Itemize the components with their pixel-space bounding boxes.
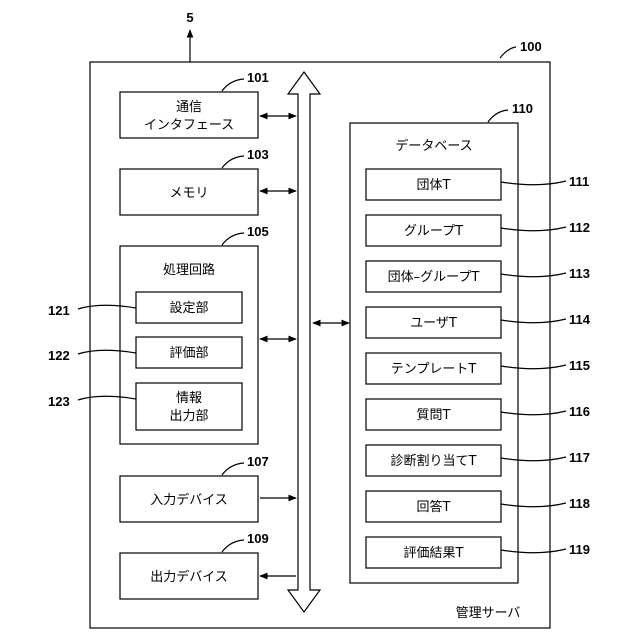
db-table-ref: 118 [569,496,590,511]
server-leader [500,47,516,58]
server-label: 管理サーバ [456,606,521,621]
info-output-unit-line1: 情報 [176,391,202,406]
db-table-label: 診断割り当てT [391,453,477,469]
database-ref: 110 [512,101,533,116]
info-output-unit-line2: 出力部 [169,409,208,424]
db-table-label: 評価結果T [404,546,464,561]
setting-unit-label: 設定部 [169,300,208,316]
info-output-unit-ref: 123 [48,394,70,409]
db-table-ref: 113 [569,266,590,281]
database-title: データベース [395,138,472,154]
output-device-ref: 109 [247,531,269,546]
db-table-label: 団体T [417,178,451,193]
output-device-label: 出力デバイス [150,569,228,585]
db-table-label: 質問T [417,408,451,423]
setting-unit-ref: 121 [48,303,70,318]
db-table-label: グループT [404,224,463,239]
comm-interface-line2: インタフェース [144,118,234,133]
db-table-ref: 116 [569,404,590,419]
server-ref: 100 [520,39,542,54]
processing-ref: 105 [247,224,269,239]
memory-label: メモリ [169,186,208,201]
db-table-label: 団体–グループT [388,270,480,285]
db-table-ref: 111 [569,174,589,189]
database-tables: 団体T 111 グループT 112 団体–グループT 113 ユーザT 114 テンプレートT 1… [366,169,591,568]
db-table-ref: 117 [569,450,590,465]
processing-circuit-title: 処理回路 [163,262,215,278]
db-table-ref: 112 [569,220,590,235]
db-table-label: ユーザT [410,316,457,331]
external-ref-label: 5 [186,10,193,25]
input-device-ref: 107 [247,454,269,469]
db-table-label: 回答T [417,499,451,515]
memory-ref: 103 [247,147,269,162]
comm-interface-line1: 通信 [176,100,202,115]
db-table-ref: 119 [569,542,590,557]
evaluation-unit-ref: 122 [48,348,70,363]
db-table-ref: 114 [569,312,591,327]
evaluation-unit-label: 評価部 [169,346,208,361]
comm-ref: 101 [247,70,269,85]
db-table-ref: 115 [569,358,590,373]
input-device-label: 入力デバイス [150,492,228,508]
db-table-label: テンプレートT [391,362,477,377]
